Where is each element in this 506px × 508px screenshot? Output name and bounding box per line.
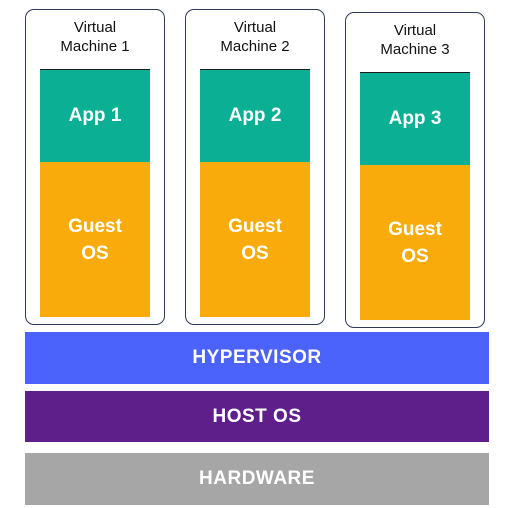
app-block: App 2	[200, 69, 310, 162]
guest-os-block: Guest OS	[40, 162, 150, 317]
app-block: App 3	[360, 72, 470, 165]
virtual-machine-2: Virtual Machine 2 App 2 Guest OS	[185, 9, 325, 325]
virtual-machine-3: Virtual Machine 3 App 3 Guest OS	[345, 12, 485, 328]
vm-title: Virtual Machine 3	[380, 22, 450, 58]
app-block: App 1	[40, 69, 150, 162]
hardware-layer: HARDWARE	[25, 453, 489, 505]
vm-title: Virtual Machine 1	[60, 19, 130, 55]
virtual-machine-1: Virtual Machine 1 App 1 Guest OS	[25, 9, 165, 325]
vm-title: Virtual Machine 2	[220, 19, 290, 55]
host-os-layer: HOST OS	[25, 391, 489, 442]
guest-os-block: Guest OS	[360, 165, 470, 320]
hypervisor-layer: HYPERVISOR	[25, 332, 489, 384]
guest-os-block: Guest OS	[200, 162, 310, 317]
